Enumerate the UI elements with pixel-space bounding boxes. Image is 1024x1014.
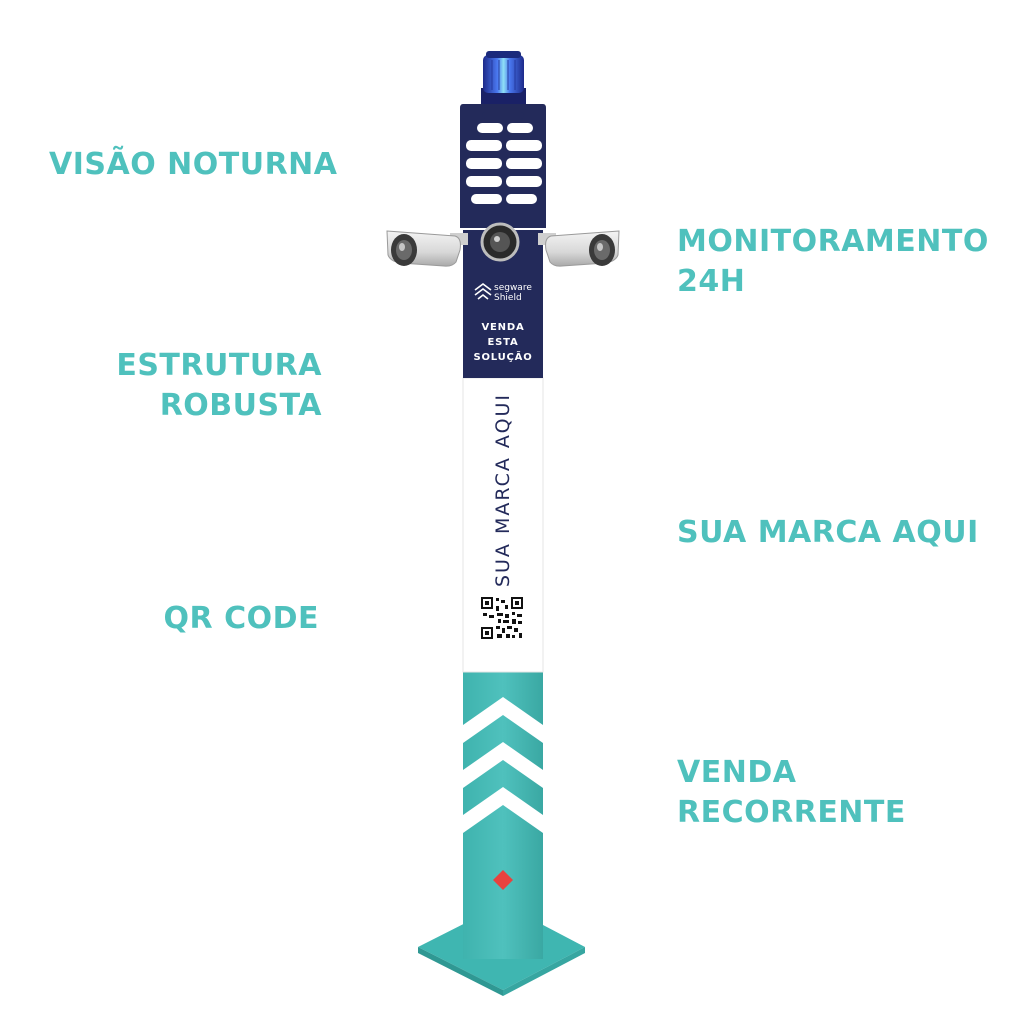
security-camera-icon — [538, 230, 620, 267]
label-monitoring: MONITORAMENTO 24H — [677, 222, 989, 302]
label-robust-structure: ESTRUTURA ROBUSTA — [60, 346, 322, 426]
pole-brand-vertical-text: SUA MARCA AQUI — [492, 392, 514, 588]
label-night-vision: VISÃO NOTURNA — [49, 145, 338, 185]
beacon-light-icon — [481, 51, 526, 104]
security-camera-icon — [386, 230, 468, 267]
segware-logo-text: segware Shield — [494, 283, 532, 303]
label-qr-code-text: QR CODE — [163, 601, 319, 636]
sell-line1: VENDA — [481, 322, 525, 333]
label-your-brand: SUA MARCA AQUI — [677, 513, 979, 553]
logo-brand-line1: segware — [494, 283, 532, 293]
label-robust-line2: ROBUSTA — [159, 388, 322, 423]
label-robust-line1: ESTRUTURA — [116, 348, 322, 383]
segware-logo-icon — [474, 283, 492, 300]
logo-brand-line2: Shield — [494, 293, 522, 303]
label-monitoring-line1: MONITORAMENTO — [677, 224, 989, 259]
chevron-up-icon — [463, 787, 543, 833]
chevron-up-icon — [463, 742, 543, 788]
security-camera-icon — [480, 222, 520, 262]
label-qr-code: QR CODE — [60, 599, 319, 639]
label-recurring-line1: VENDA — [677, 755, 797, 790]
label-recurring-line2: RECORRENTE — [677, 795, 906, 830]
label-monitoring-line2: 24H — [677, 264, 746, 299]
sell-this-solution-text: VENDA ESTA SOLUÇÃO — [463, 320, 543, 365]
label-recurring-sale: VENDA RECORRENTE — [677, 753, 906, 833]
diamond-icon — [493, 870, 513, 890]
vent-head — [460, 104, 546, 228]
sell-line3: SOLUÇÃO — [473, 352, 533, 363]
label-night-vision-text: VISÃO NOTURNA — [49, 147, 338, 182]
label-your-brand-text: SUA MARCA AQUI — [677, 515, 979, 550]
chevron-up-icon — [463, 697, 543, 743]
qr-code-icon — [480, 596, 524, 640]
sell-line2: ESTA — [487, 337, 519, 348]
